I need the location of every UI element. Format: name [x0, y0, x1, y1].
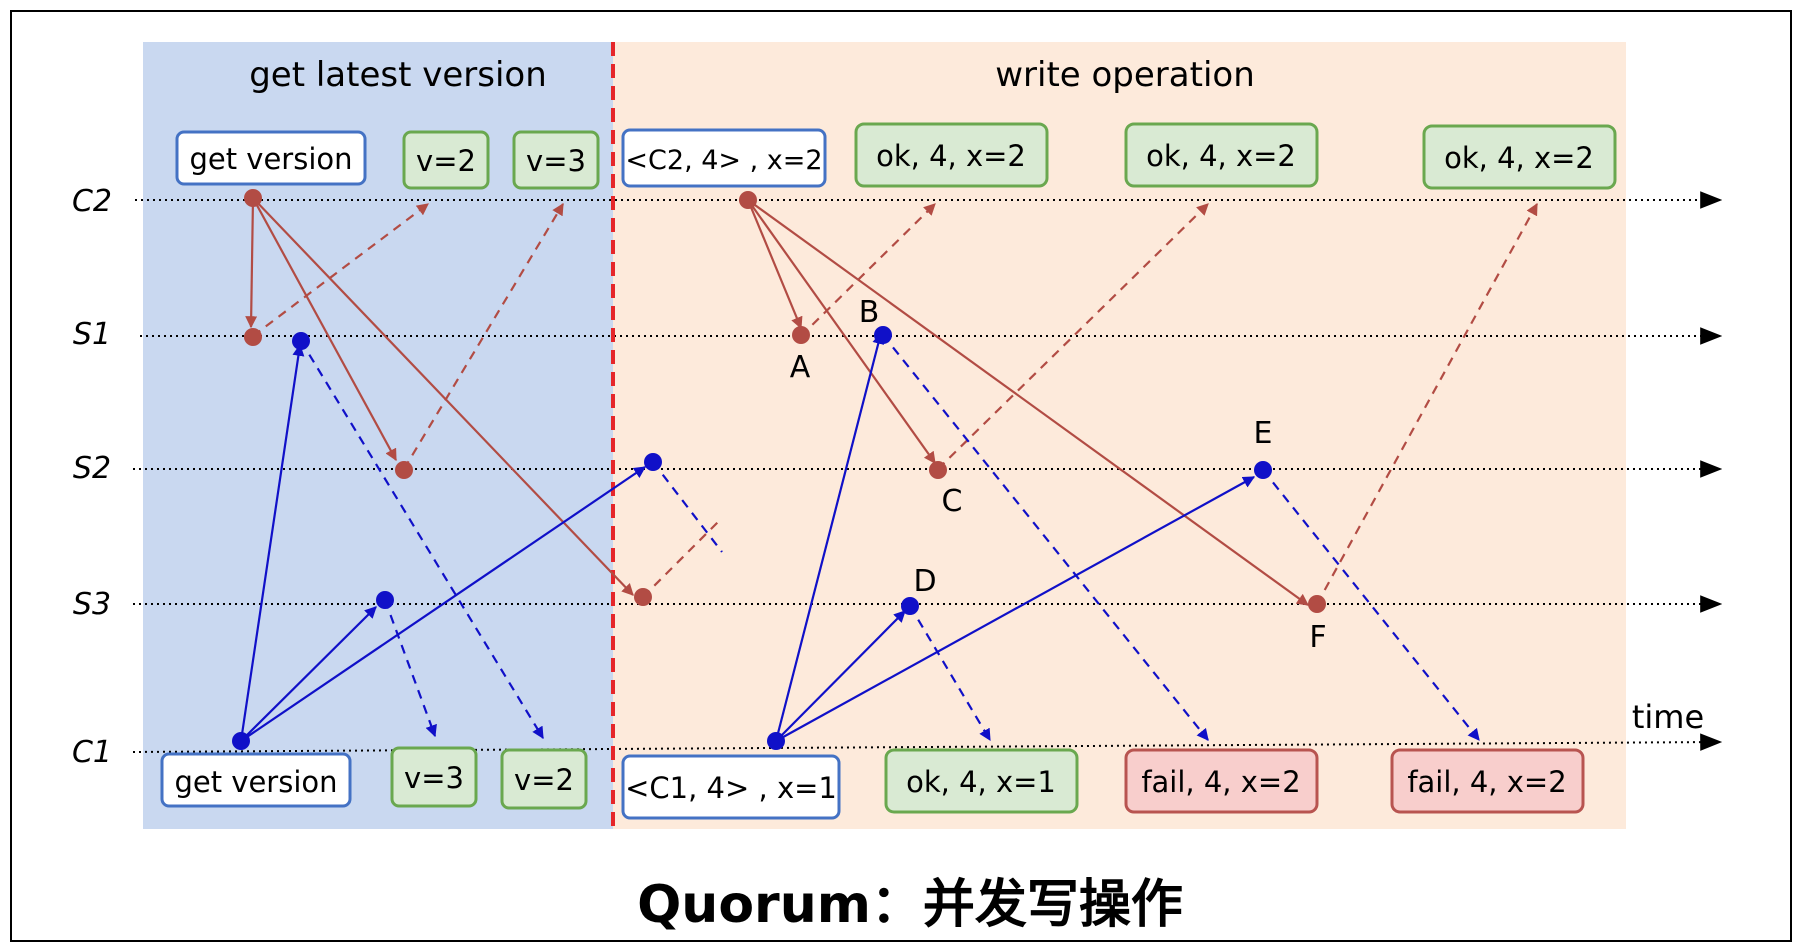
s3-reply-v3-blue — [383, 599, 437, 738]
c2-write-request-box — [621, 128, 827, 188]
s2-reply-v3 — [403, 202, 564, 470]
dot-s3-red-left — [634, 588, 652, 606]
c2-ok-box-3 — [1422, 124, 1617, 190]
c2-getversion-to-s2 — [252, 197, 397, 462]
c1-ok-box — [884, 748, 1079, 814]
point-label-d: D — [913, 564, 936, 599]
c2-v2-box — [402, 130, 490, 190]
dot-b — [874, 326, 892, 344]
dot-c1-get — [232, 732, 250, 750]
dot-d — [901, 597, 919, 615]
c1-write-to-s3 — [775, 610, 906, 742]
dot-f — [1308, 595, 1326, 613]
c2-v3-box — [512, 130, 600, 190]
dot-a — [792, 326, 810, 344]
dot-c — [929, 461, 947, 479]
right-section-title: write operation — [995, 55, 1255, 95]
s1-reply-v2 — [252, 203, 429, 337]
point-label-f: F — [1309, 620, 1326, 655]
c1-write-request-label: <C1, 4> , x=1 — [625, 771, 837, 805]
c1-v3-box — [390, 746, 478, 808]
dot-c2-write — [739, 191, 757, 209]
c2-get-version-label: get version — [189, 142, 352, 176]
s2-reply-stub-blue — [652, 461, 723, 553]
c2-v3-label: v=3 — [526, 144, 586, 178]
c2-getversion-to-s3 — [252, 197, 634, 596]
dot-s1-red-left — [244, 328, 262, 346]
point-label-c: C — [942, 484, 963, 519]
c2-get-version-box — [175, 130, 367, 186]
dot-s1-blue-left — [292, 332, 310, 350]
c1-fail-label-2: fail, 4, x=2 — [1407, 765, 1566, 799]
c1-write-to-s1 — [774, 331, 885, 742]
dot-c2-get — [244, 189, 262, 207]
s1-reply-v2-blue — [300, 340, 544, 740]
c1-v2-box — [500, 748, 588, 810]
c1-get-version-label: get version — [174, 765, 337, 799]
c1-fail-label-1: fail, 4, x=2 — [1141, 765, 1300, 799]
dot-c1-write — [767, 732, 785, 750]
timeline-label-c1: C1 — [72, 735, 112, 770]
c1-get-version-box — [160, 752, 352, 808]
point-labels: A B C D E F — [790, 295, 1327, 655]
point-label-a: A — [790, 350, 811, 385]
c2-boxes: get version v=2 v=3 <C2, 4> , x=2 ok, 4,… — [175, 122, 1617, 190]
c2-dots — [244, 189, 1326, 613]
timeline-label-s3: S3 — [73, 587, 111, 622]
c2-write-to-s1 — [746, 199, 803, 330]
c2-ok-label-2: ok, 4, x=2 — [1146, 139, 1296, 173]
timeline-label-s2: S2 — [73, 451, 111, 486]
c1-fail-box-2 — [1390, 748, 1585, 814]
c2-write-request-label: <C2, 4> , x=2 — [625, 145, 822, 176]
c1-write-to-s2 — [775, 476, 1256, 742]
c1-messages — [239, 331, 1480, 742]
dot-s2-blue-left — [644, 453, 662, 471]
c1-ok-label: ok, 4, x=1 — [906, 765, 1056, 799]
time-axis-label: time — [1632, 698, 1704, 736]
c2-ok-box-2 — [1124, 122, 1319, 188]
c1-getversion-to-s2 — [240, 466, 646, 742]
dot-e — [1254, 461, 1272, 479]
c1-dots — [232, 326, 1272, 750]
c2-getversion-to-s1 — [245, 197, 258, 329]
c1-getversion-to-s3 — [240, 606, 377, 742]
c1-getversion-to-s1 — [239, 343, 305, 742]
c2-write-to-s2 — [747, 199, 936, 464]
timeline-label-s1: S1 — [73, 317, 111, 352]
s3-reply-ok — [1316, 202, 1538, 605]
c1-write-request-box — [621, 754, 841, 820]
c2-messages — [245, 197, 1538, 606]
dot-s3-blue-left — [376, 591, 394, 609]
c1-fail-box-1 — [1124, 748, 1319, 814]
dot-s2-red-left — [395, 461, 413, 479]
c2-ok-label-3: ok, 4, x=2 — [1444, 141, 1594, 175]
s1-reply-fail — [882, 334, 1209, 741]
c2-v2-label: v=2 — [416, 144, 476, 178]
s3-reply-ok-blue — [909, 605, 991, 742]
left-section-title: get latest version — [249, 55, 547, 95]
c1-boxes: get version v=3 v=2 <C1, 4> , x=1 ok, 4,… — [160, 746, 1585, 820]
c1-v2-label: v=2 — [514, 763, 574, 797]
timeline-label-c2: C2 — [72, 184, 112, 219]
diagram-caption: Quorum：并发写操作 — [637, 875, 1183, 935]
s2-reply-fail — [1262, 469, 1480, 741]
s3-reply-stub — [642, 521, 719, 598]
c2-ok-box-1 — [854, 122, 1049, 188]
point-label-b: B — [859, 295, 880, 330]
c2-ok-label-1: ok, 4, x=2 — [876, 139, 1026, 173]
point-label-e: E — [1254, 416, 1273, 451]
c1-v3-label: v=3 — [404, 761, 464, 795]
c2-write-to-s3 — [747, 199, 1309, 606]
